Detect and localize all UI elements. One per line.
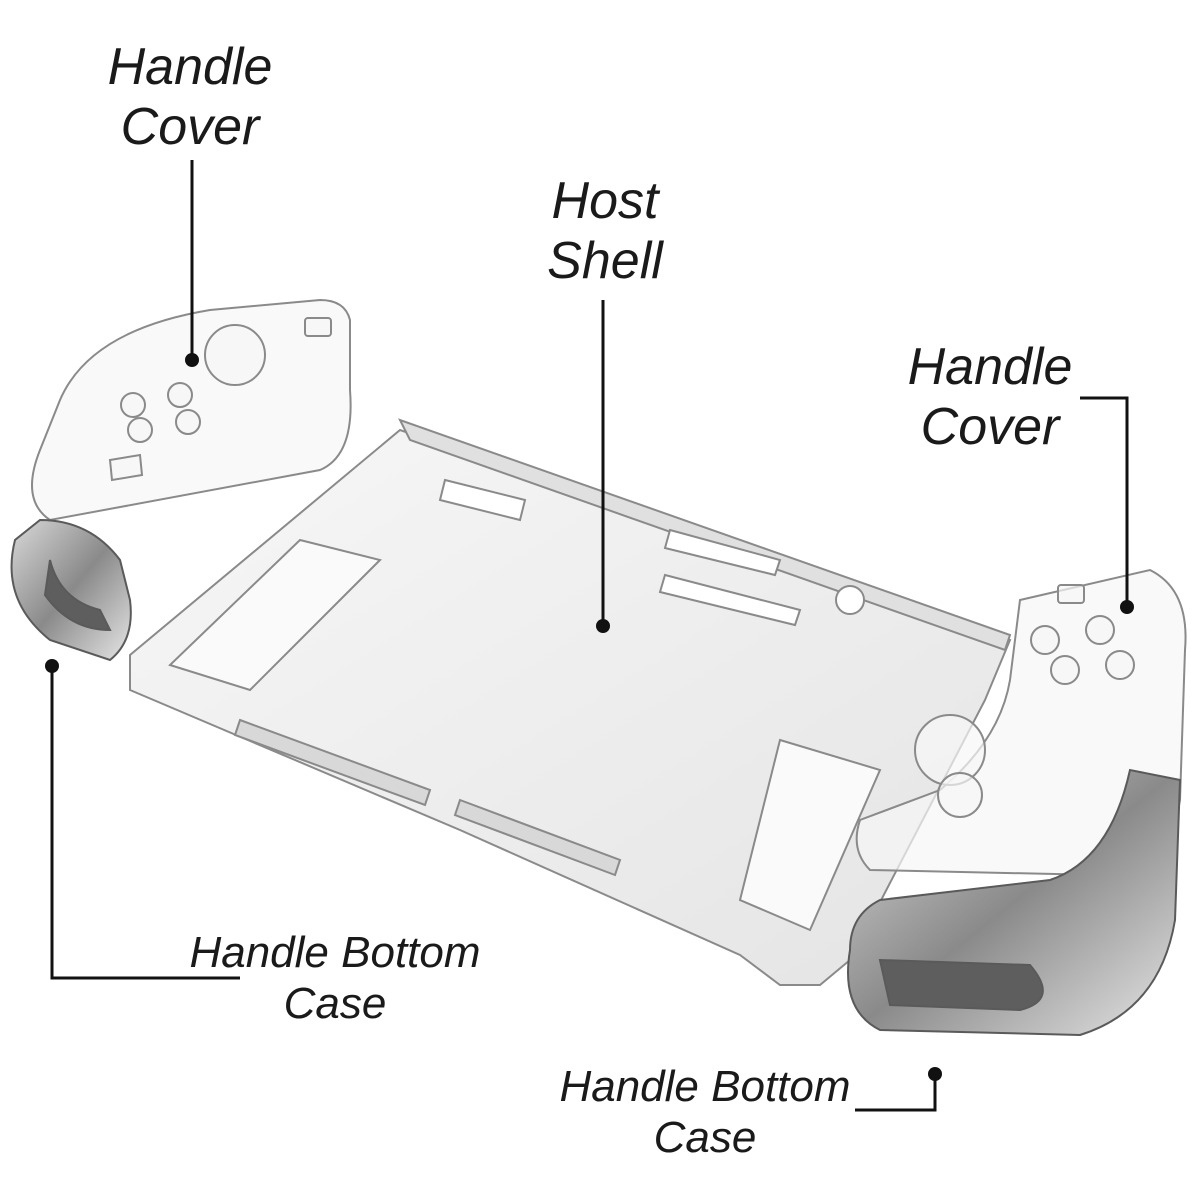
callout-line-handle-bottom-left	[50, 668, 240, 980]
callout-dot-handle-bottom-left	[45, 659, 59, 673]
callout-lines	[50, 160, 1129, 1112]
host-shell-slot-2	[663, 528, 782, 577]
left-handle-cover-illustration	[31, 298, 352, 522]
label-host-shell: Host Shell	[520, 172, 690, 292]
label-handle-bottom-case-right: Handle Bottom Case	[535, 1062, 875, 1163]
callout-dot-handle-cover-left	[185, 353, 199, 367]
label-handle-bottom-case-right-line1: Handle Bottom	[559, 1062, 851, 1111]
host-shell-slot-1	[438, 478, 527, 522]
left-handle-bottom-case-illustration	[10, 518, 132, 662]
right-handle-bottom-case-illustration	[847, 768, 1182, 1037]
host-shell-slot-3	[658, 573, 802, 627]
label-host-shell-line2: Shell	[547, 231, 663, 290]
callout-dots	[45, 353, 1134, 1081]
callout-line-handle-cover-right	[1080, 396, 1129, 605]
callout-dot-handle-bottom-right	[928, 1067, 942, 1081]
callout-dot-handle-cover-right	[1120, 600, 1134, 614]
host-shell-cutout-left	[168, 538, 382, 692]
host-shell-port	[835, 585, 865, 615]
label-handle-cover-right: Handle Cover	[890, 338, 1090, 458]
label-host-shell-line1: Host	[551, 172, 659, 230]
label-handle-bottom-case-left-line1: Handle Bottom	[189, 928, 481, 977]
label-handle-bottom-case-left-line2: Case	[283, 978, 387, 1028]
label-handle-cover-left-line2: Cover	[120, 97, 260, 156]
callout-dot-host-shell	[596, 619, 610, 633]
right-handle-cover-illustration	[855, 568, 1187, 877]
host-shell-rail-bottom-2	[453, 798, 622, 877]
host-shell-rail-bottom	[233, 718, 432, 807]
callout-line-handle-bottom-right	[855, 1078, 937, 1112]
label-handle-cover-left: Handle Cover	[90, 38, 290, 158]
label-handle-bottom-case-left: Handle Bottom Case	[165, 928, 505, 1029]
host-shell-illustration	[129, 418, 1012, 986]
label-handle-bottom-case-right-line2: Case	[653, 1112, 757, 1162]
label-handle-cover-left-line1: Handle	[107, 38, 273, 96]
label-handle-cover-right-line2: Cover	[920, 397, 1060, 456]
host-shell-cutout-right	[738, 738, 882, 932]
label-handle-cover-right-line1: Handle	[907, 338, 1073, 396]
